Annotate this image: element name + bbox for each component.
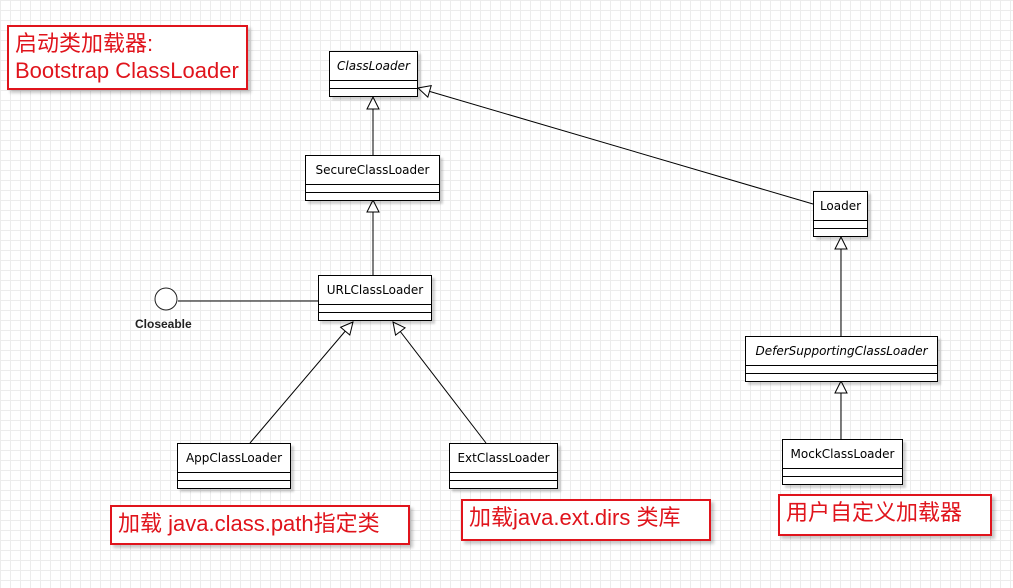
secureclassloader-attributes: [306, 185, 439, 193]
extclassloader-attributes: [450, 473, 557, 481]
bootstrap-note-line1: 启动类加载器:: [15, 31, 154, 56]
mockclassloader-attributes: [783, 469, 902, 477]
class-extclassloader[interactable]: ExtClassLoader: [449, 443, 558, 489]
defersupportingclassloader-operations: [746, 374, 937, 381]
class-loader[interactable]: Loader: [813, 191, 868, 237]
bootstrap-note-line2: Bootstrap ClassLoader: [15, 58, 239, 83]
class-classloader[interactable]: ClassLoader: [329, 51, 418, 97]
secureclassloader-operations: [306, 193, 439, 200]
defersupportingclassloader-attributes: [746, 366, 937, 374]
app-classpath-note-text: 加载 java.class.path指定类: [118, 511, 380, 536]
class-urlclassloader[interactable]: URLClassLoader: [318, 275, 432, 321]
loader-name: Loader: [814, 192, 867, 221]
appclassloader-operations: [178, 481, 290, 488]
class-defersupportingclassloader[interactable]: DeferSupportingClassLoader: [745, 336, 938, 382]
mockclassloader-operations: [783, 477, 902, 484]
ext-dirs-note-text: 加载java.ext.dirs 类库: [469, 505, 681, 530]
closeable-label: Closeable: [135, 317, 192, 331]
extclassloader-operations: [450, 481, 557, 488]
urlclassloader-attributes: [319, 305, 431, 313]
class-appclassloader[interactable]: AppClassLoader: [177, 443, 291, 489]
app-extends-url: [249, 322, 353, 444]
urlclassloader-operations: [319, 313, 431, 320]
classloader-operations: [330, 89, 417, 96]
custom-loader-note-text: 用户自定义加载器: [786, 500, 963, 525]
class-secureclassloader[interactable]: SecureClassLoader: [305, 155, 440, 201]
classloader-name: ClassLoader: [330, 52, 417, 81]
loader-attributes: [814, 221, 867, 229]
closeable-interface-circle: [154, 287, 178, 311]
appclassloader-attributes: [178, 473, 290, 481]
mockclassloader-name: MockClassLoader: [783, 440, 902, 469]
loader-extends-classloader: [418, 88, 814, 205]
classloader-attributes: [330, 81, 417, 89]
app-classpath-note: 加载 java.class.path指定类: [110, 505, 410, 545]
urlclassloader-name: URLClassLoader: [319, 276, 431, 305]
ext-dirs-note: 加载java.ext.dirs 类库: [461, 499, 711, 541]
class-mockclassloader[interactable]: MockClassLoader: [782, 439, 903, 485]
loader-operations: [814, 229, 867, 236]
secureclassloader-name: SecureClassLoader: [306, 156, 439, 185]
appclassloader-name: AppClassLoader: [178, 444, 290, 473]
extclassloader-name: ExtClassLoader: [450, 444, 557, 473]
bootstrap-note: 启动类加载器: Bootstrap ClassLoader: [7, 25, 248, 90]
custom-loader-note: 用户自定义加载器: [778, 494, 992, 536]
ext-extends-url: [393, 322, 487, 444]
defersupportingclassloader-name: DeferSupportingClassLoader: [746, 337, 937, 366]
